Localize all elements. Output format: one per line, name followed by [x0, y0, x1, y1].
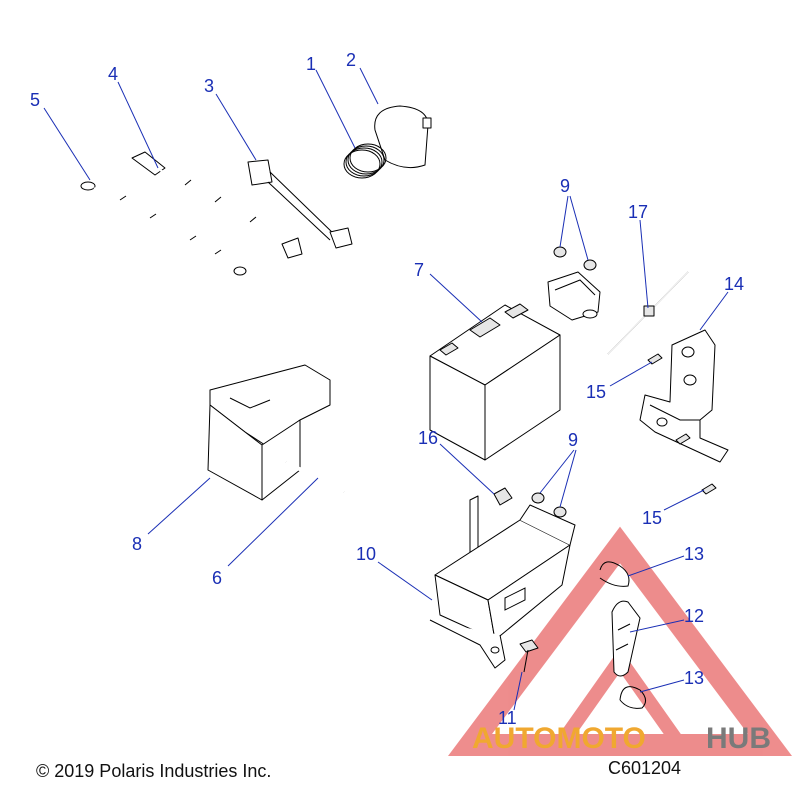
watermark-logo — [448, 526, 792, 756]
battery-7 — [429, 303, 561, 461]
callout-3: 3 — [204, 76, 257, 161]
coil-1 — [343, 143, 387, 179]
svg-text:5: 5 — [30, 90, 40, 110]
callout-6: 6 — [212, 477, 319, 588]
callout-4: 4 — [108, 64, 159, 169]
callout-12: 12 — [629, 606, 704, 633]
svg-text:9: 9 — [568, 430, 578, 450]
svg-text:2: 2 — [346, 50, 356, 70]
svg-text:13: 13 — [684, 668, 704, 688]
tie-strap-17 — [607, 271, 689, 355]
copyright-text: © 2019 Polaris Industries Inc. — [36, 761, 271, 781]
tray-10 — [429, 495, 576, 669]
svg-text:10: 10 — [356, 544, 376, 564]
callout-10: 10 — [356, 544, 433, 601]
nut-9-lower — [531, 492, 567, 518]
cable-4 — [131, 151, 303, 259]
svg-text:HUB: HUB — [706, 722, 771, 755]
svg-text:12: 12 — [684, 606, 704, 626]
callout-13-upper: 13 — [627, 544, 704, 577]
diagram-code: C601204 — [608, 758, 681, 778]
callout-15-lower: 15 — [642, 489, 705, 528]
svg-text:8: 8 — [132, 534, 142, 554]
bolt-15-upper — [647, 353, 663, 365]
svg-text:15: 15 — [642, 508, 662, 528]
callout-9-upper: 9 — [559, 176, 589, 261]
strap-2 — [374, 105, 432, 169]
watermark-text: AUTOMOTO HUB — [472, 722, 771, 755]
callout-11: 11 — [498, 671, 523, 728]
svg-text:16: 16 — [418, 428, 438, 448]
bolt-15-lower — [675, 433, 717, 495]
bolt-11 — [519, 639, 539, 673]
callout-14: 14 — [699, 274, 744, 331]
svg-text:14: 14 — [724, 274, 744, 294]
callout-5: 5 — [30, 90, 91, 181]
clip-13-upper — [599, 561, 630, 587]
callout-7: 7 — [414, 260, 483, 323]
svg-text:11: 11 — [498, 708, 517, 728]
callout-17: 17 — [628, 202, 649, 309]
callout-16: 16 — [418, 428, 495, 495]
strap-12 — [611, 600, 641, 677]
bracket-14 — [639, 329, 729, 463]
callout-15-upper: 15 — [586, 361, 653, 402]
clip-13-lower — [619, 686, 646, 709]
callout-8: 8 — [132, 477, 211, 554]
svg-text:1: 1 — [306, 54, 316, 74]
harness-3 — [247, 159, 353, 249]
svg-text:AUTOMOTO: AUTOMOTO — [472, 722, 646, 755]
callout-2: 2 — [346, 50, 379, 105]
svg-text:15: 15 — [586, 382, 606, 402]
callout-13-lower: 13 — [639, 668, 704, 693]
svg-text:3: 3 — [204, 76, 214, 96]
svg-text:13: 13 — [684, 544, 704, 564]
svg-text:9: 9 — [560, 176, 570, 196]
svg-text:6: 6 — [212, 568, 222, 588]
cover-8 — [207, 364, 331, 501]
svg-text:7: 7 — [414, 260, 424, 280]
cable-5 — [80, 181, 247, 276]
callout-1: 1 — [306, 54, 356, 149]
rod-6 — [285, 460, 345, 494]
connector-16 — [493, 487, 513, 506]
nut-9-upper — [553, 246, 597, 271]
svg-text:4: 4 — [108, 64, 118, 84]
svg-text:17: 17 — [628, 202, 648, 222]
solenoid — [547, 271, 601, 321]
callout-9-lower: 9 — [539, 430, 578, 508]
